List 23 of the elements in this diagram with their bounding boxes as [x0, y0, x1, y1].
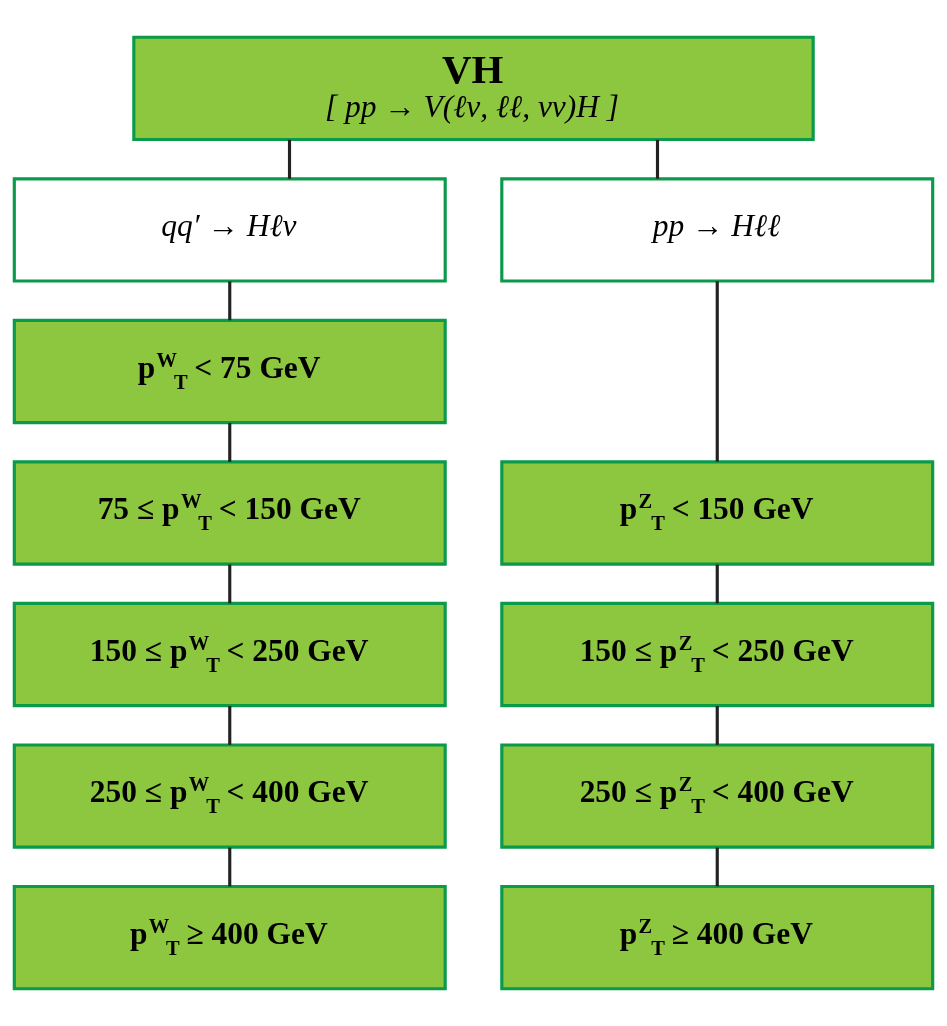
connector — [228, 847, 232, 887]
connector — [228, 706, 232, 745]
node-box: p$^{W}$$_{T}$ ≥ 400 GeV — [12, 884, 447, 991]
connector — [228, 422, 232, 462]
node-box: 250 ≤ p$^{W}$$_{T}$ < 400 GeV — [12, 743, 447, 849]
connector — [715, 706, 719, 745]
connector — [715, 564, 719, 604]
node-box: 150 ≤ p$^{Z}$$_{T}$ < 250 GeV — [500, 601, 935, 708]
node-box: pp → Hℓℓ — [500, 177, 935, 283]
node-box: VH [ pp → V(ℓν, ℓℓ, νν)H ] — [132, 35, 815, 142]
node-box: 150 ≤ p$^{W}$$_{T}$ < 250 GeV — [12, 601, 447, 708]
node-box: qq′ → Hℓν — [12, 177, 447, 283]
node-box: 250 ≤ p$^{Z}$$_{T}$ < 400 GeV — [500, 743, 935, 849]
connector — [715, 847, 719, 887]
connector — [287, 139, 292, 179]
connector — [228, 281, 232, 321]
connector — [228, 564, 232, 604]
node-box: 75 ≤ p$^{W}$$_{T}$ < 150 GeV — [12, 460, 447, 566]
node-box: p$^{Z}$$_{T}$ ≥ 400 GeV — [500, 884, 935, 991]
node-box: p$^{W}$$_{T}$ < 75 GeV — [12, 318, 447, 425]
node-box: p$^{Z}$$_{T}$ < 150 GeV — [500, 460, 935, 566]
connector — [655, 139, 660, 179]
connector — [715, 281, 719, 462]
